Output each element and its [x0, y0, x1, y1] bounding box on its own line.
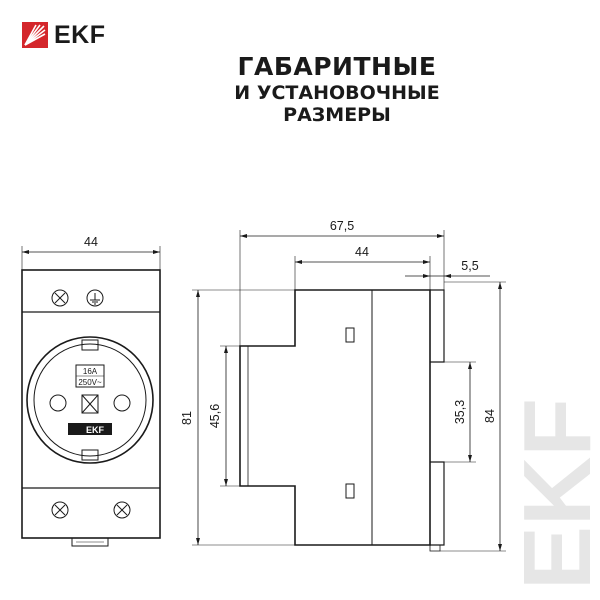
- rail-height-dim: 35,3: [453, 400, 467, 424]
- rail-offset-dim: 5,5: [461, 259, 478, 273]
- outer-height-dim: 81: [180, 411, 194, 425]
- page-title: ГАБАРИТНЫЕ И УСТАНОВОЧНЫЕ РАЗМЕРЫ: [150, 52, 524, 126]
- ekf-logo-icon: [22, 22, 48, 48]
- total-height-dim: 84: [483, 409, 497, 423]
- body-width-dim: 44: [355, 245, 369, 259]
- brand-name: EKF: [54, 21, 106, 49]
- rating-voltage: 250V~: [78, 378, 102, 387]
- title-line-2: И УСТАНОВОЧНЫЕ: [234, 82, 440, 104]
- socket-logo: EKF: [86, 425, 105, 435]
- watermark: EKF: [504, 398, 600, 590]
- overall-width-dim: 67,5: [330, 219, 354, 233]
- title-line-3: РАЗМЕРЫ: [283, 104, 391, 126]
- front-width-dim: 44: [84, 235, 98, 249]
- brand-logo: EKF: [22, 22, 106, 48]
- side-view: [192, 230, 506, 552]
- front-height-dim: 45,6: [208, 404, 222, 428]
- front-view: [21, 246, 161, 547]
- title-line-1: ГАБАРИТНЫЕ: [237, 52, 437, 81]
- rating-current: 16A: [83, 367, 98, 376]
